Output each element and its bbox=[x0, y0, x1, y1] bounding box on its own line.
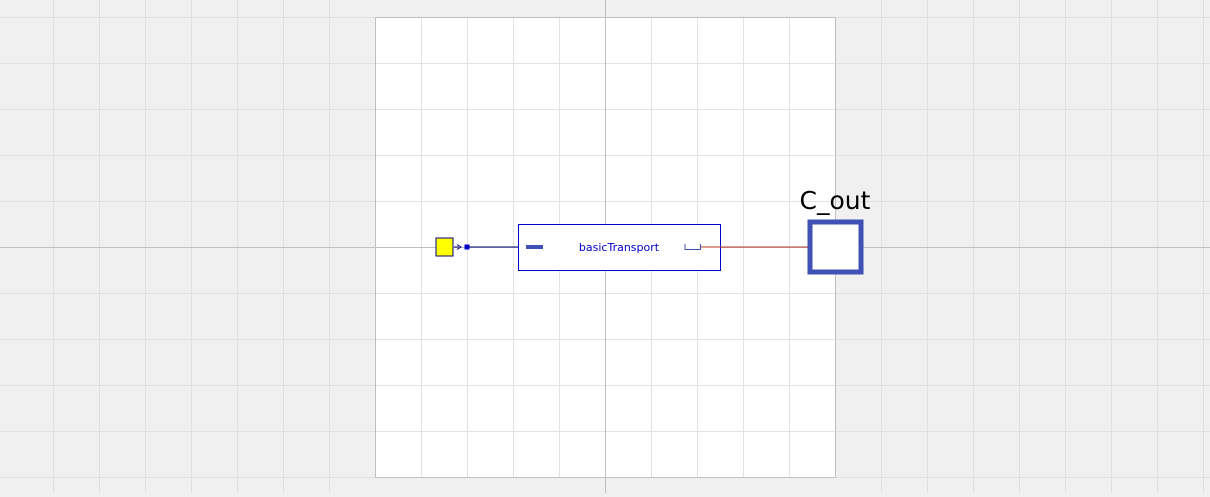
filled-blue-bar-connector-icon bbox=[526, 245, 543, 249]
blue-outlined-square-port-icon bbox=[807, 219, 864, 275]
hollow-bracket-connector-icon bbox=[684, 244, 701, 250]
output-port-label: C_out bbox=[800, 186, 871, 215]
yellow-square-source-icon bbox=[435, 237, 454, 257]
arrow-right-icon bbox=[454, 244, 462, 250]
model-block[interactable]: basicTransport bbox=[518, 224, 721, 271]
output-pin-icon bbox=[464, 244, 470, 250]
source-block[interactable] bbox=[435, 237, 470, 257]
output-port[interactable]: C_out bbox=[800, 186, 871, 275]
model-block-label: basicTransport bbox=[579, 241, 660, 254]
